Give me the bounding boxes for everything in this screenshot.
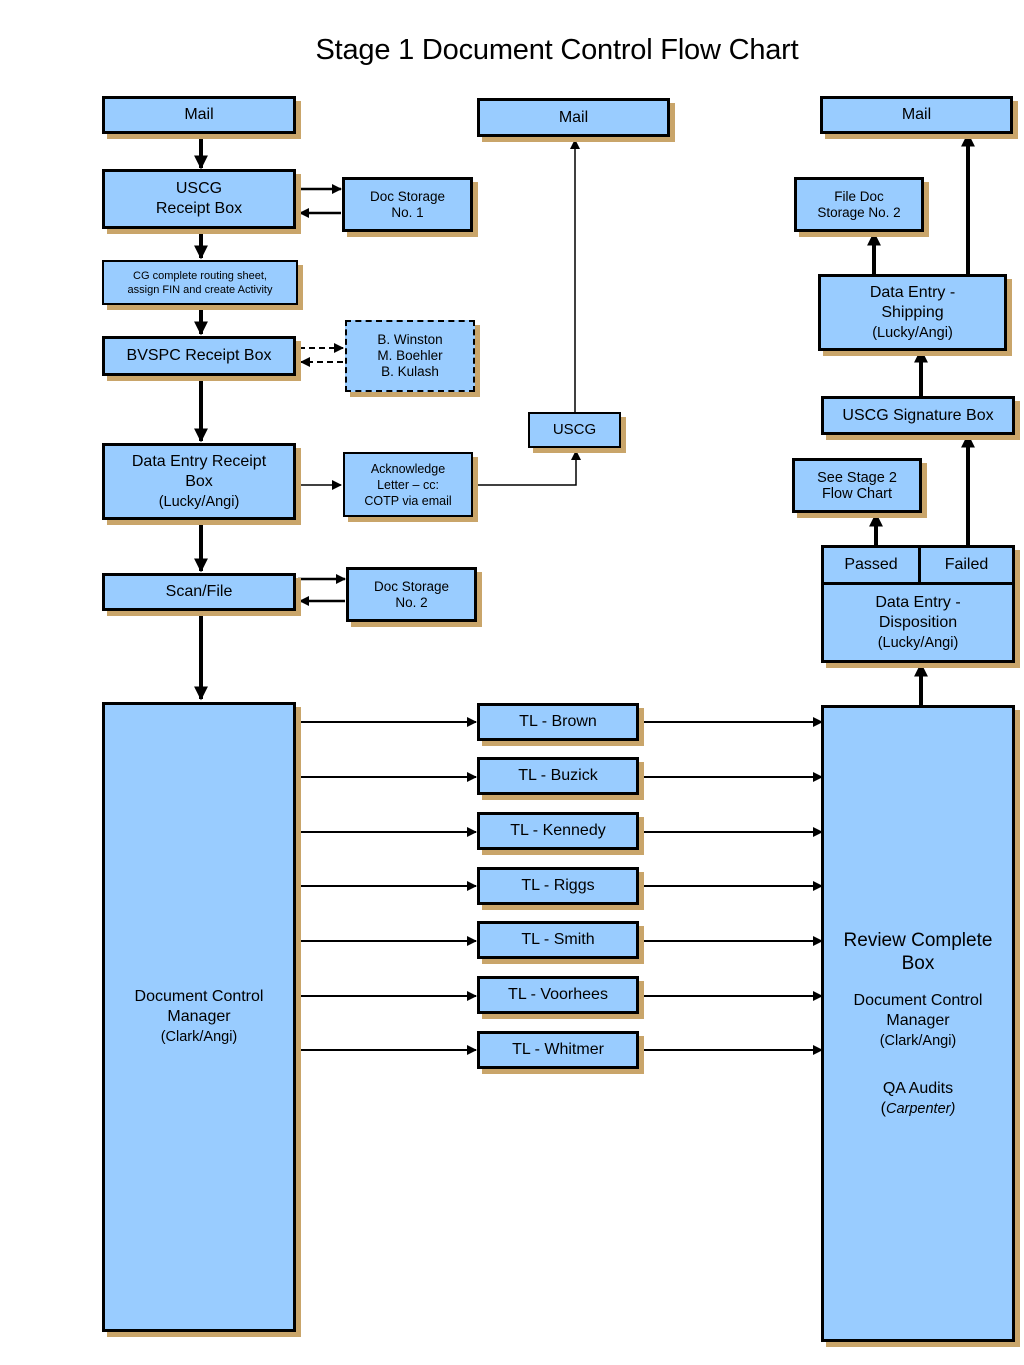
file-doc-storage-line-2: Storage No. 2 [817, 204, 901, 220]
data-entry-shipping-line-1: Data Entry - [869, 283, 956, 301]
qa-audits-label: QA Audits [882, 1079, 954, 1097]
scan-file-box: Scan/File [102, 573, 296, 611]
cg-routing-line-2: assign FIN and create Activity [127, 283, 273, 296]
mail-middle-label: Mail [558, 108, 589, 126]
mail-right-box: Mail [820, 96, 1013, 134]
data-entry-shipping-box: Data Entry - Shipping (Lucky/Angi) [818, 274, 1007, 351]
data-entry-disposition-cell: Data Entry - Disposition (Lucky/Angi) [824, 585, 1012, 660]
mail-left-label: Mail [184, 106, 214, 123]
disposition-line-2: Disposition [878, 613, 958, 631]
cg-routing-box: CG complete routing sheet, assign FIN an… [102, 260, 298, 305]
tl-voorhees-box: TL - Voorhees [477, 976, 639, 1014]
tl-whitmer-box: TL - Whitmer [477, 1031, 639, 1069]
failed-cell: Failed [921, 548, 1012, 585]
passed-label: Passed [844, 556, 898, 573]
doc-control-manager-line-1: Document Control [134, 988, 264, 1005]
review-manager-line-3: (Clark/Angi) [879, 1032, 957, 1049]
review-complete-heading-2: Box [901, 952, 935, 974]
review-manager-line-1: Document Control [853, 991, 983, 1009]
tl-riggs-label: TL - Riggs [521, 877, 595, 894]
file-doc-storage-line-1: File Doc [834, 188, 884, 204]
disposition-group-box: Passed Failed Data Entry - Disposition (… [821, 545, 1015, 663]
uscg-receipt-box: USCG Receipt Box [102, 169, 296, 229]
tl-voorhees-label: TL - Voorhees [508, 986, 608, 1003]
bvspc-receipt-box: BVSPC Receipt Box [102, 336, 296, 376]
tl-buzick-box: TL - Buzick [477, 757, 639, 795]
arrow-acknowledge-to-uscg [477, 450, 581, 486]
see-stage-2-line-1: See Stage 2 [817, 469, 897, 486]
tl-brown-box: TL - Brown [477, 703, 639, 741]
mail-middle-box: Mail [477, 98, 670, 137]
uscg-signature-label: USCG Signature Box [842, 406, 994, 424]
uscg-middle-box: USCG [528, 412, 621, 448]
acknowledge-line-2: Letter – cc: [377, 477, 439, 492]
see-stage-2-box: See Stage 2 Flow Chart [792, 458, 922, 513]
reviewer-1: B. Winston [377, 332, 443, 347]
cg-routing-line-1: CG complete routing sheet, [133, 269, 267, 282]
page-title: Stage 1 Document Control Flow Chart [315, 34, 799, 66]
qa-auditor: (Carpenter) [881, 1099, 956, 1119]
data-entry-receipt-line-3: (Lucky/Angi) [158, 493, 240, 510]
doc-storage-1-line-1: Doc Storage [369, 188, 446, 204]
tl-smith-label: TL - Smith [521, 931, 595, 948]
qa-auditor-name: Carpenter) [886, 1100, 956, 1117]
data-entry-receipt-line-1: Data Entry Receipt [131, 452, 267, 470]
doc-storage-2-line-1: Doc Storage [373, 578, 450, 594]
file-doc-storage-2-box: File Doc Storage No. 2 [794, 177, 924, 232]
doc-storage-2-box: Doc Storage No. 2 [346, 567, 477, 622]
doc-control-manager-line-2: Manager [167, 1008, 231, 1025]
passed-cell: Passed [824, 548, 921, 585]
tl-kennedy-label: TL - Kennedy [510, 822, 606, 839]
failed-label: Failed [944, 556, 989, 573]
data-entry-shipping-line-3: (Lucky/Angi) [872, 324, 953, 341]
mail-right-label: Mail [901, 106, 932, 123]
tl-kennedy-box: TL - Kennedy [477, 812, 639, 850]
doc-storage-1-line-2: No. 1 [391, 204, 424, 220]
doc-control-manager-line-3: (Clark/Angi) [160, 1029, 238, 1045]
tl-brown-label: TL - Brown [519, 713, 597, 730]
doc-storage-1-box: Doc Storage No. 1 [342, 177, 473, 232]
mail-left-box: Mail [102, 96, 296, 134]
disposition-line-3: (Lucky/Angi) [877, 634, 959, 651]
doc-control-manager-box: Document Control Manager (Clark/Angi) [102, 702, 296, 1332]
uscg-receipt-line-1: USCG [175, 180, 223, 197]
uscg-receipt-line-2: Receipt Box [155, 200, 243, 217]
tl-buzick-label: TL - Buzick [518, 767, 598, 784]
doc-storage-2-line-2: No. 2 [395, 594, 428, 610]
qa-auditor-open-paren: ( [880, 1099, 886, 1117]
uscg-signature-box: USCG Signature Box [821, 396, 1015, 435]
acknowledge-line-3: COTP via email [364, 493, 452, 508]
tl-smith-box: TL - Smith [477, 921, 639, 959]
data-entry-shipping-line-2: Shipping [881, 303, 944, 321]
disposition-line-1: Data Entry - [875, 593, 961, 611]
reviewers-box: B. Winston M. Boehler B. Kulash [345, 320, 475, 392]
data-entry-receipt-box: Data Entry Receipt Box (Lucky/Angi) [102, 443, 296, 520]
acknowledge-letter-box: Acknowledge Letter – cc: COTP via email [343, 452, 473, 517]
data-entry-receipt-line-2: Box [185, 472, 213, 490]
reviewer-3: B. Kulash [381, 364, 439, 379]
tl-whitmer-label: TL - Whitmer [512, 1041, 604, 1058]
see-stage-2-line-2: Flow Chart [821, 485, 893, 502]
review-complete-heading-1: Review Complete [843, 929, 993, 951]
review-manager-line-2: Manager [886, 1011, 950, 1029]
acknowledge-line-1: Acknowledge [370, 461, 446, 476]
scan-file-label: Scan/File [165, 583, 233, 600]
tl-riggs-box: TL - Riggs [477, 867, 639, 905]
bvspc-receipt-label: BVSPC Receipt Box [126, 347, 272, 364]
reviewer-2: M. Boehler [377, 348, 443, 363]
review-complete-box: Review Complete Box Document Control Man… [821, 705, 1015, 1342]
uscg-middle-label: USCG [552, 421, 597, 438]
